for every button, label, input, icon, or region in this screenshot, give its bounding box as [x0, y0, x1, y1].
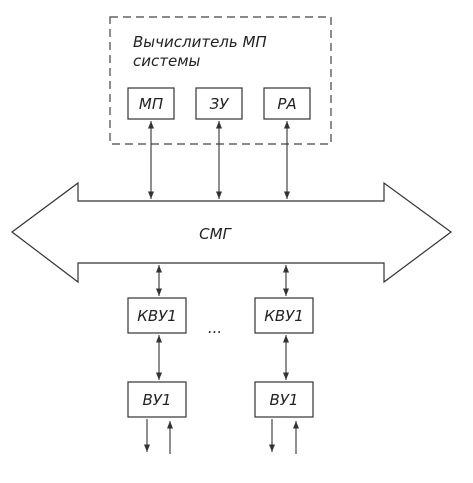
vu-right-label: ВУ1: [270, 391, 299, 409]
ra-label: РА: [277, 95, 296, 113]
kvu-right-label: КВУ1: [264, 307, 304, 325]
vu-left-label: ВУ1: [143, 391, 172, 409]
kvu-right-block: КВУ1: [254, 297, 314, 334]
kvu-left-block: КВУ1: [127, 297, 187, 334]
kvu-left-label: КВУ1: [137, 307, 177, 325]
zu-block: ЗУ: [195, 87, 243, 120]
mp-label: МП: [139, 95, 163, 113]
bus-arrow: [10, 181, 453, 284]
ra-block: РА: [263, 87, 311, 120]
vu-left-block: ВУ1: [127, 381, 187, 418]
computer-title-line2: системы: [133, 52, 201, 70]
mp-block: МП: [127, 87, 175, 120]
ellipsis-label: ...: [208, 319, 222, 337]
bus-label: СМГ: [199, 225, 232, 243]
computer-title-line1: Вычислитель МП: [133, 33, 267, 51]
vu-right-block: ВУ1: [254, 381, 314, 418]
zu-label: ЗУ: [210, 95, 230, 113]
